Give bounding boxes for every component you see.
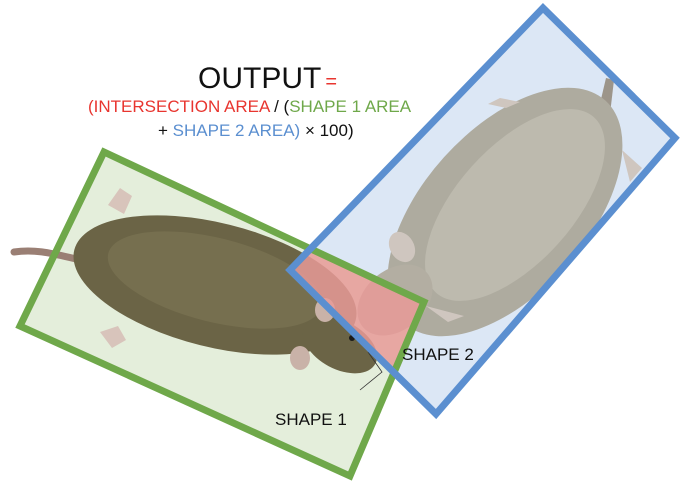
mouse-1-illustration bbox=[10, 188, 383, 391]
shape1-rect-outline bbox=[15, 147, 429, 481]
output-title: OUTPUT bbox=[198, 62, 322, 95]
divide-separator: / ( bbox=[269, 97, 290, 116]
plus-sign: + bbox=[158, 121, 173, 140]
shape2-area-term: SHAPE 2 AREA) bbox=[172, 121, 301, 140]
formula-title-line: OUTPUT= bbox=[198, 62, 337, 96]
shape2-rect-outline bbox=[285, 3, 680, 420]
shape2-label: SHAPE 2 bbox=[402, 345, 474, 364]
formula-line-3: + SHAPE 2 AREA) × 100) bbox=[158, 121, 354, 141]
multiply-term: × 100) bbox=[300, 121, 354, 140]
shape1-area-term: SHAPE 1 AREA bbox=[289, 97, 412, 116]
formula-line-2: (INTERSECTION AREA / (SHAPE 1 AREA bbox=[88, 97, 411, 117]
intersection-term: (INTERSECTION AREA bbox=[88, 97, 270, 116]
equals-sign: = bbox=[325, 71, 338, 93]
shape1-label: SHAPE 1 bbox=[275, 410, 347, 429]
